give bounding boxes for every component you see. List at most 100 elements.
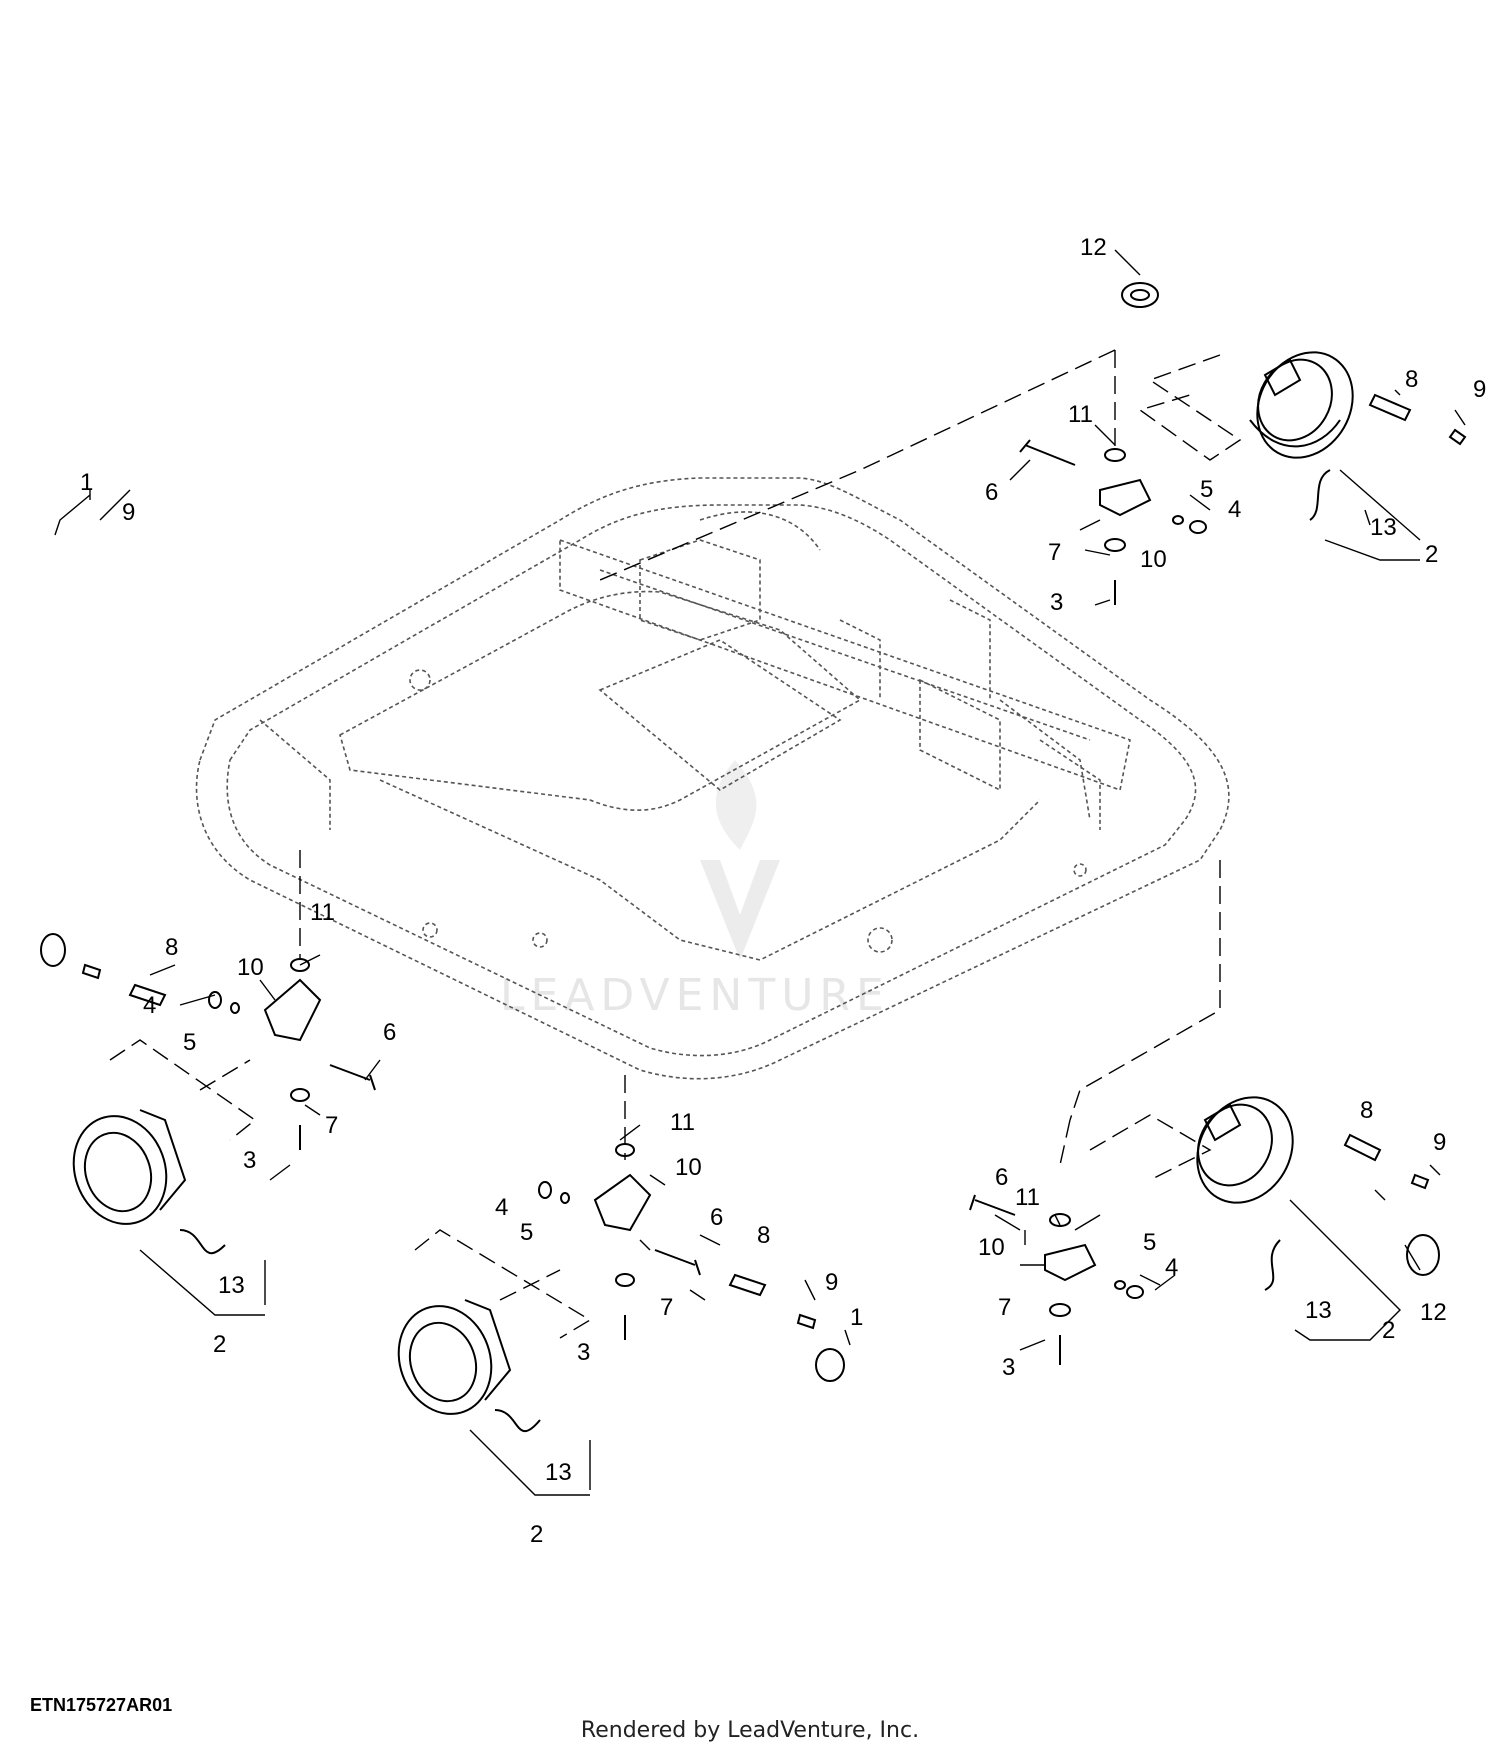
callout-2-center: 2 bbox=[530, 1521, 543, 1548]
lamp-left bbox=[72, 1109, 187, 1225]
bolt-6-left bbox=[329, 1064, 376, 1091]
grommet-12-right bbox=[1406, 1234, 1440, 1276]
callout-9-left: 9 bbox=[122, 499, 135, 526]
clip-9-right bbox=[1410, 1173, 1430, 1190]
callout-5-right: 5 bbox=[1143, 1229, 1156, 1256]
callout-11-right: 11 bbox=[1015, 1184, 1040, 1211]
watermark: LEADVENTURE bbox=[500, 760, 890, 1021]
washer-5-center bbox=[560, 1192, 570, 1204]
callout-6-left: 6 bbox=[383, 1019, 396, 1046]
clip-9-top bbox=[1448, 428, 1467, 446]
callout-10-center: 10 bbox=[675, 1154, 702, 1181]
callout-8-center: 8 bbox=[757, 1222, 770, 1249]
washer-5-left bbox=[230, 1002, 240, 1014]
nut-4-center bbox=[538, 1181, 552, 1199]
washer-7-left bbox=[290, 1088, 310, 1102]
cab-roof bbox=[195, 477, 1230, 1080]
callout-7-left: 7 bbox=[325, 1112, 338, 1139]
callout-7: 7 bbox=[1048, 539, 1061, 566]
callout-3-left: 3 bbox=[243, 1147, 256, 1174]
harness-13-right bbox=[1264, 1239, 1281, 1291]
leader-lines bbox=[54, 249, 1466, 1496]
callout-3-right: 3 bbox=[1002, 1354, 1015, 1381]
callout-5-left: 5 bbox=[183, 1029, 196, 1056]
callout-11: 11 bbox=[1068, 401, 1093, 428]
connector-8-left bbox=[128, 983, 167, 1007]
callout-9: 9 bbox=[1473, 376, 1486, 403]
washer-5-right bbox=[1114, 1280, 1126, 1290]
clip-9-center bbox=[796, 1313, 817, 1330]
callout-2-left: 2 bbox=[213, 1331, 226, 1358]
washer-7-top bbox=[1104, 538, 1126, 552]
callout-6: 6 bbox=[985, 479, 998, 506]
callout-8-left: 8 bbox=[165, 934, 178, 961]
callouts: 12 8 9 11 6 5 4 13 7 10 2 3 1 9 11 8 10 … bbox=[80, 234, 1486, 1548]
washer-5-top bbox=[1172, 515, 1184, 525]
callout-5-center: 5 bbox=[520, 1219, 533, 1246]
callout-3-center: 3 bbox=[577, 1339, 590, 1366]
callout-4-center: 4 bbox=[495, 1194, 508, 1221]
callout-7-center: 7 bbox=[660, 1294, 673, 1321]
washer-11-left bbox=[290, 958, 310, 972]
grommet-12-top bbox=[1121, 282, 1159, 308]
callout-11-center: 11 bbox=[670, 1109, 695, 1136]
callout-13: 13 bbox=[1370, 514, 1397, 541]
callout-2: 2 bbox=[1425, 541, 1438, 568]
watermark-text: LEADVENTURE bbox=[500, 970, 890, 1021]
lamp-top-right bbox=[1249, 351, 1354, 459]
harness-13-top bbox=[1309, 469, 1331, 521]
callout-4-left: 4 bbox=[143, 992, 156, 1019]
parts bbox=[40, 282, 1467, 1433]
bracket-10-right bbox=[1044, 1243, 1097, 1282]
callout-8: 8 bbox=[1405, 366, 1418, 393]
grommet-1-center bbox=[815, 1348, 845, 1382]
washer-7-right bbox=[1049, 1303, 1071, 1317]
grommet-1-left bbox=[40, 933, 66, 967]
washer-7-center bbox=[615, 1273, 635, 1287]
callout-13-right: 13 bbox=[1305, 1297, 1332, 1324]
callout-4-right: 4 bbox=[1165, 1254, 1178, 1281]
callout-10-right: 10 bbox=[978, 1234, 1005, 1261]
callout-10-left: 10 bbox=[237, 954, 264, 981]
bolt-6-right bbox=[969, 1194, 1016, 1216]
washer-11-center bbox=[615, 1143, 635, 1157]
bracket-10-top bbox=[1099, 478, 1152, 517]
callout-1-left: 1 bbox=[80, 469, 93, 496]
callout-13-center: 13 bbox=[545, 1459, 572, 1486]
clip-9-left bbox=[81, 963, 102, 980]
footer-credit: Rendered by LeadVenture, Inc. bbox=[580, 1718, 920, 1743]
callout-12-right: 12 bbox=[1420, 1299, 1447, 1326]
bolt-6-top bbox=[1019, 439, 1076, 466]
reference-number: ETN175727AR01 bbox=[30, 1695, 173, 1715]
nut-4-right bbox=[1126, 1285, 1144, 1299]
callout-6-right: 6 bbox=[995, 1164, 1008, 1191]
callout-9-right: 9 bbox=[1433, 1129, 1446, 1156]
callout-12: 12 bbox=[1080, 234, 1107, 261]
callout-8-right: 8 bbox=[1360, 1097, 1373, 1124]
lamp-center bbox=[397, 1299, 512, 1415]
callout-11-left: 11 bbox=[310, 899, 335, 926]
callout-3: 3 bbox=[1050, 589, 1063, 616]
callout-13-left: 13 bbox=[218, 1272, 245, 1299]
assembly-lines bbox=[109, 349, 1242, 1339]
callout-6-center: 6 bbox=[710, 1204, 723, 1231]
bracket-10-left bbox=[263, 978, 322, 1042]
callout-5: 5 bbox=[1200, 476, 1213, 503]
callout-2-right: 2 bbox=[1382, 1317, 1395, 1344]
nut-4-left bbox=[208, 991, 222, 1009]
harness-13-left bbox=[179, 1229, 226, 1255]
callout-10: 10 bbox=[1140, 546, 1167, 573]
callout-7-right: 7 bbox=[998, 1294, 1011, 1321]
callout-1-center: 1 bbox=[850, 1304, 863, 1331]
lamp-bottom-right bbox=[1196, 1096, 1294, 1204]
connector-8-right bbox=[1343, 1133, 1382, 1162]
connector-8-top bbox=[1368, 393, 1412, 422]
connector-8-center bbox=[728, 1273, 767, 1297]
nut-4-top bbox=[1189, 520, 1207, 534]
washer-11-top bbox=[1104, 448, 1126, 462]
callout-4: 4 bbox=[1228, 496, 1241, 523]
harness-13-center bbox=[494, 1409, 541, 1433]
bolt-6-center bbox=[654, 1249, 701, 1276]
bracket-10-center bbox=[593, 1173, 652, 1232]
washer-11-right bbox=[1049, 1213, 1071, 1227]
